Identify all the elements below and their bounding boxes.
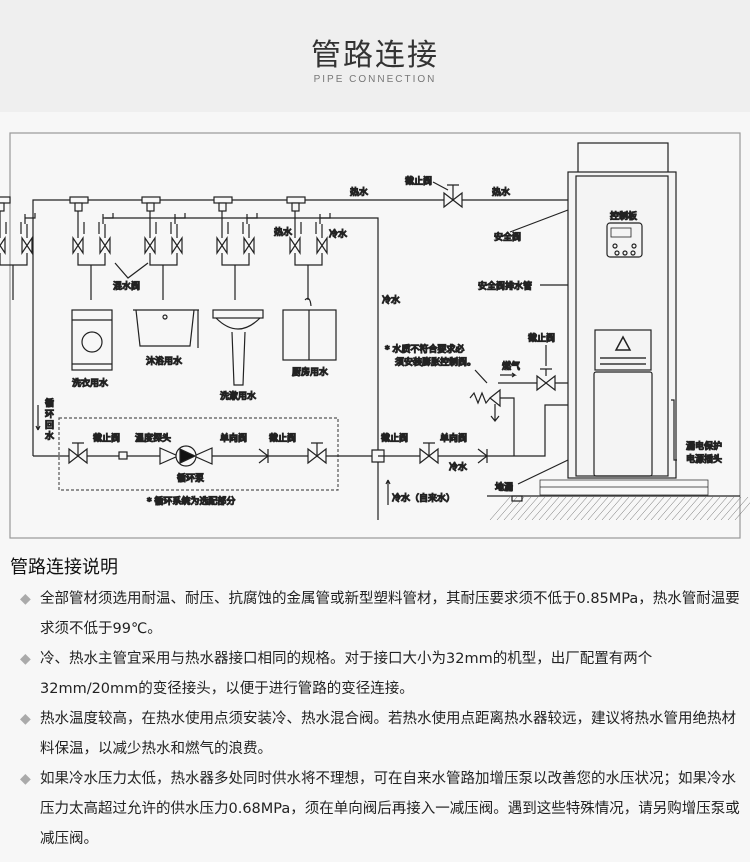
expansion-branch: [500, 397, 515, 456]
kitchen-cabinet: [282, 297, 337, 361]
note-text: 如果冷水压力太低，热水器多处同时供水将不理想，可在自来水管路加增压泵以改善您的水…: [40, 771, 740, 847]
inlet-arrow: [385, 479, 391, 505]
check-valve-2: [477, 448, 488, 464]
water-heater: [567, 142, 677, 479]
label-return: 环: [45, 409, 54, 420]
notes-list: ◆ 全部管材须选用耐温、耐压、抗腐蚀的金属管或新型塑料管材，其耐压要求须不低于0.…: [10, 584, 745, 854]
note-pointer: [474, 369, 488, 384]
label-tap-water: 冷水（自来水）: [392, 492, 455, 504]
pipe-diagram: 热水 热水 截止阀 混水阀 洗衣用水 沐浴用水 洗漱用水 厨房用水 热水 冷水 …: [0, 112, 750, 542]
label-pump: 循环泵: [177, 472, 204, 484]
label-water-note: * 水质不符合要求必: [385, 343, 464, 355]
label-return: 水: [45, 430, 54, 442]
mixing-valve-pointer: [114, 262, 149, 279]
diamond-bullet-icon: ◆: [20, 651, 31, 667]
label-optional-note: * 循环系统为选配部分: [147, 495, 235, 507]
label-stop-valve: 截止阀: [405, 175, 432, 187]
pointer: [509, 209, 569, 233]
label-return: 循: [45, 397, 54, 409]
control-panel: [606, 222, 643, 258]
note-item: ◆ 冷、热水主管宜采用与热水器接口相同的规格。对于接口大小为32mm的机型，出厂配…: [10, 644, 745, 704]
label-laundry: 洗衣用水: [72, 377, 108, 389]
brick-base: [539, 479, 709, 496]
label-cold-water: 冷水: [449, 461, 467, 473]
diamond-bullet-icon: ◆: [20, 591, 31, 607]
label-safety-valve: 安全阀: [494, 231, 521, 243]
washing-machine: [71, 309, 113, 371]
page-subtitle: PIPE CONNECTION: [313, 74, 437, 85]
gas-stop-valve: [536, 345, 556, 392]
note-text: 全部管材须选用耐温、耐压、抗腐蚀的金属管或新型塑料管材，其耐压要求须不低于0.8…: [40, 591, 740, 637]
note-item: ◆ 全部管材须选用耐温、耐压、抗腐蚀的金属管或新型塑料管材，其耐压要求须不低于0.…: [10, 584, 745, 644]
page-title: 管路连接: [311, 38, 439, 73]
label-wash: 洗漱用水: [220, 390, 256, 402]
ground-hatch: [489, 496, 750, 521]
label-cold-water: 冷水: [382, 294, 400, 306]
label-kitchen: 厨房用水: [292, 366, 328, 378]
label-leak-plug: 电源插头: [686, 453, 722, 465]
hot-stop-valve: [443, 184, 463, 209]
label-cold-small: 冷水: [329, 228, 347, 240]
bathtub: [133, 309, 199, 348]
label-control-panel: 控制板: [610, 210, 637, 222]
floor-drain-icon: [511, 495, 523, 502]
hot-water-pipe: [32, 199, 570, 456]
label-stop-valve: 截止阀: [381, 432, 408, 444]
expansion-valve: [469, 388, 501, 422]
check-valve-1: [258, 448, 269, 464]
label-safety-drain: 安全阀排水管: [478, 280, 532, 292]
label-hot-water: 热水: [350, 186, 368, 198]
fixture-branches: [0, 196, 36, 300]
label-check-valve: 单向阀: [220, 432, 247, 444]
label-floor-drain: 地漏: [495, 481, 513, 493]
pointer: [517, 459, 569, 485]
gas-arrow: [500, 372, 517, 378]
pointer: [432, 181, 449, 191]
circulation-box: [58, 417, 339, 491]
note-item: ◆ 热水温度较高，在热水使用点须安装冷、热水混合阀。若热水使用点距离热水器较远，建…: [10, 704, 745, 764]
stop-valve-1: [68, 442, 88, 465]
cold-water-pipe: [105, 217, 379, 520]
label-stop-valve: 截止阀: [269, 432, 296, 444]
label-check-valve: 单向阀: [440, 432, 467, 444]
label-leak-plug: 漏电保护: [686, 440, 722, 452]
cold-inlet-pipe: [378, 404, 568, 457]
wash-basin: [212, 309, 264, 386]
diamond-bullet-icon: ◆: [20, 771, 31, 787]
stop-valve-3: [419, 442, 439, 465]
page-header: 管路连接 PIPE CONNECTION: [0, 0, 750, 112]
label-stop-valve: 截止阀: [93, 432, 120, 444]
temp-probe: [118, 451, 128, 460]
label-water-note: 须安装膨胀控制阀。: [395, 356, 476, 368]
label-stop-valve: 截止阀: [528, 332, 555, 344]
label-temp-probe: 温度探头: [135, 432, 171, 444]
return-arrow: [35, 405, 41, 431]
note-text: 热水温度较高，在热水使用点须安装冷、热水混合阀。若热水使用点距离热水器较远，建议…: [40, 711, 736, 757]
label-mixing-valve: 混水阀: [113, 280, 140, 292]
label-hot-water-right: 热水: [492, 186, 510, 198]
section-title: 管路连接说明: [10, 557, 118, 578]
diamond-bullet-icon: ◆: [20, 711, 31, 727]
note-item: ◆ 如果冷水压力太低，热水器多处同时供水将不理想，可在自来水管路加增压泵以改善您的…: [10, 764, 745, 854]
label-shower: 沐浴用水: [146, 355, 182, 367]
note-text: 冷、热水主管宜采用与热水器接口相同的规格。对于接口大小为32mm的机型，出厂配置…: [40, 651, 653, 697]
label-gas: 燃气: [502, 360, 520, 372]
stop-valve-2: [307, 442, 327, 465]
label-hot-small: 热水: [274, 226, 292, 238]
pump-body: [159, 447, 213, 465]
label-return: 回: [45, 420, 54, 431]
